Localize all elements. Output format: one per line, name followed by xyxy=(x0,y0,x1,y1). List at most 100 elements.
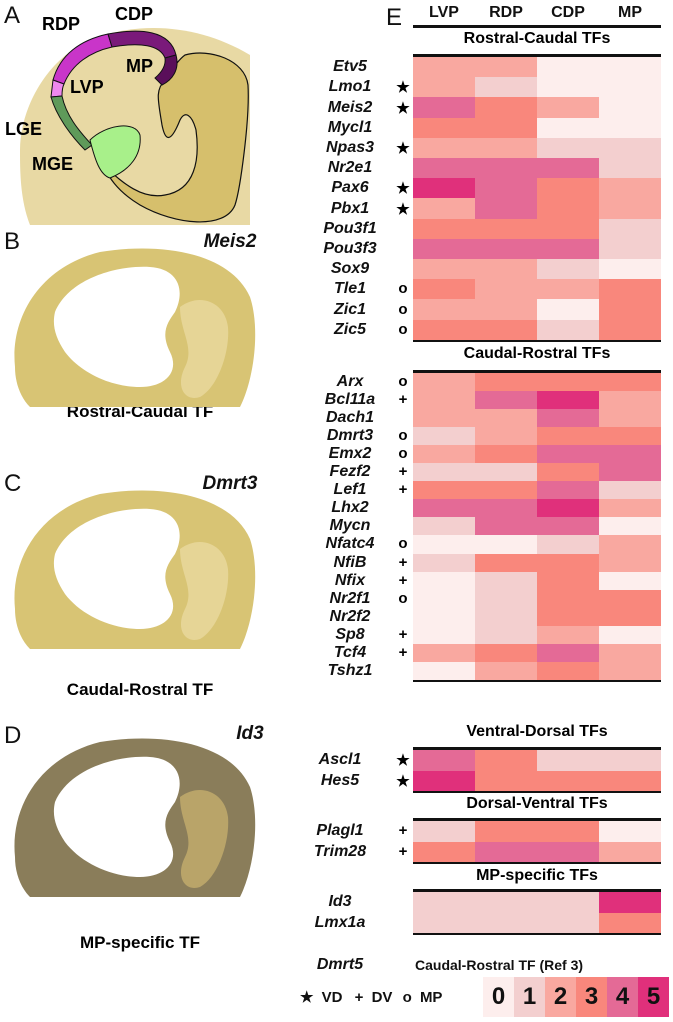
circle-icon: o xyxy=(398,427,408,445)
heatmap-cell-lvp xyxy=(413,750,475,772)
gene-label: Meis2 xyxy=(327,98,373,116)
heatmap-cell-cdp xyxy=(537,137,599,159)
gene-label: Nfatc4 xyxy=(325,535,375,553)
section-top-line xyxy=(413,818,661,821)
heatmap-cell-lvp xyxy=(413,238,475,260)
heatmap-cell-cdp xyxy=(537,238,599,260)
gene-label: Tshz1 xyxy=(327,661,373,679)
gene-label: Bcl11a xyxy=(324,391,376,409)
extra-gene-note: Caudal-Rostral TF (Ref 3) xyxy=(415,957,584,973)
marker-legend: ★ VD + DV o MP xyxy=(300,988,442,1006)
circle-icon: o xyxy=(398,300,408,318)
heatmap-cell-rdp xyxy=(475,912,537,934)
heatmap-cell-cdp xyxy=(537,218,599,240)
heatmap-cell-rdp xyxy=(475,821,537,843)
legend-level-2: 2 xyxy=(545,977,576,1017)
heatmap-cell-mp xyxy=(599,158,661,179)
heatmap-cell-lvp xyxy=(413,589,475,609)
heatmap-cell-lvp xyxy=(413,770,475,792)
heatmap-cell-lvp xyxy=(413,77,475,98)
heatmap-cell-cdp xyxy=(537,77,599,98)
heatmap-cell-lvp xyxy=(413,117,475,139)
heatmap-cell-cdp xyxy=(537,535,599,555)
gene-label: Tle1 xyxy=(333,280,366,298)
heatmap-cell-cdp xyxy=(537,589,599,609)
heatmap-cell-lvp xyxy=(413,841,475,863)
heatmap-cell-lvp xyxy=(413,391,475,410)
gene-label: Id3 xyxy=(328,893,352,911)
panel-d-brain-section xyxy=(14,738,256,897)
plus-icon: + xyxy=(398,463,408,481)
panel-d-caption: MP-specific TF xyxy=(80,933,200,952)
gene-label: Nr2f1 xyxy=(329,589,371,607)
header-divider xyxy=(413,25,661,28)
circle-icon: o xyxy=(398,320,408,338)
heatmap-cell-lvp xyxy=(413,137,475,159)
section-top-line xyxy=(413,370,661,373)
heatmap-cell-rdp xyxy=(475,770,537,792)
heatmap-cell-lvp xyxy=(413,661,475,681)
gene-label: Hes5 xyxy=(320,771,360,789)
gene-label: Sox9 xyxy=(330,260,370,278)
gene-label: Npas3 xyxy=(325,138,375,156)
panel-c-brain-section xyxy=(14,490,256,649)
heatmap-cell-rdp xyxy=(475,841,537,863)
legend-level-3: 3 xyxy=(576,977,607,1017)
heatmap-cell-rdp xyxy=(475,319,537,341)
heatmap-cell-cdp xyxy=(537,299,599,321)
heatmap-cell-cdp xyxy=(537,643,599,663)
star-icon: ★ xyxy=(396,139,410,157)
circle-icon: o xyxy=(398,373,408,391)
heatmap-cell-mp xyxy=(599,445,661,464)
heatmap-cell-rdp xyxy=(475,643,537,663)
heatmap-cell-cdp xyxy=(537,607,599,627)
gene-label: Lef1 xyxy=(333,481,367,499)
heatmap-cell-cdp xyxy=(537,841,599,863)
heatmap-cell-lvp xyxy=(413,279,475,300)
heatmap-cell-lvp xyxy=(413,821,475,843)
heatmap-cell-cdp xyxy=(537,750,599,772)
plus-icon: + xyxy=(398,842,408,860)
heatmap-cell-cdp xyxy=(537,770,599,792)
star-icon: ★ xyxy=(300,989,314,1006)
heatmap-cell-cdp xyxy=(537,481,599,500)
heatmap-cell-rdp xyxy=(475,117,537,139)
gene-label: Fezf2 xyxy=(329,463,371,481)
heatmap-cell-mp xyxy=(599,589,661,609)
heatmap-cell-rdp xyxy=(475,625,537,645)
section-title: Dorsal-Ventral TFs xyxy=(466,795,608,812)
heatmap-cell-rdp xyxy=(475,259,537,280)
panel-label-b: B xyxy=(4,228,21,255)
heatmap-cell-mp xyxy=(599,279,661,300)
section-top-line xyxy=(413,889,661,892)
heatmap-cell-cdp xyxy=(537,427,599,446)
heatmap-cell-mp xyxy=(599,57,661,78)
heatmap-cell-lvp xyxy=(413,643,475,663)
plus-icon: + xyxy=(398,822,408,840)
heatmap-cell-cdp xyxy=(537,553,599,573)
heatmap-cell-mp xyxy=(599,319,661,341)
panel-label-c: C xyxy=(4,470,22,497)
gene-label: Lhx2 xyxy=(331,499,369,517)
legend-level-0: 0 xyxy=(483,977,514,1017)
heatmap-cell-lvp xyxy=(413,912,475,934)
heatmap-cell-rdp xyxy=(475,97,537,119)
plus-icon: + xyxy=(398,481,408,499)
gene-label: Pax6 xyxy=(331,179,369,197)
heatmap-cell-cdp xyxy=(537,178,599,199)
heatmap-cell-rdp xyxy=(475,158,537,179)
heatmap-cell-cdp xyxy=(537,517,599,537)
gene-label: Trim28 xyxy=(313,842,367,860)
heatmap-cell-cdp xyxy=(537,259,599,280)
heatmap-cell-cdp xyxy=(537,158,599,179)
gene-label: Sp8 xyxy=(335,625,365,643)
heatmap-cell-cdp xyxy=(537,463,599,482)
heatmap-cell-mp xyxy=(599,427,661,446)
heatmap-cell-cdp xyxy=(537,661,599,681)
panel-c-gene: Dmrt3 xyxy=(202,473,258,494)
gene-label: Zic5 xyxy=(333,320,366,338)
heatmap-cell-rdp xyxy=(475,218,537,240)
region-label-lvp: LVP xyxy=(70,77,104,97)
section-bottom-line xyxy=(413,791,661,793)
